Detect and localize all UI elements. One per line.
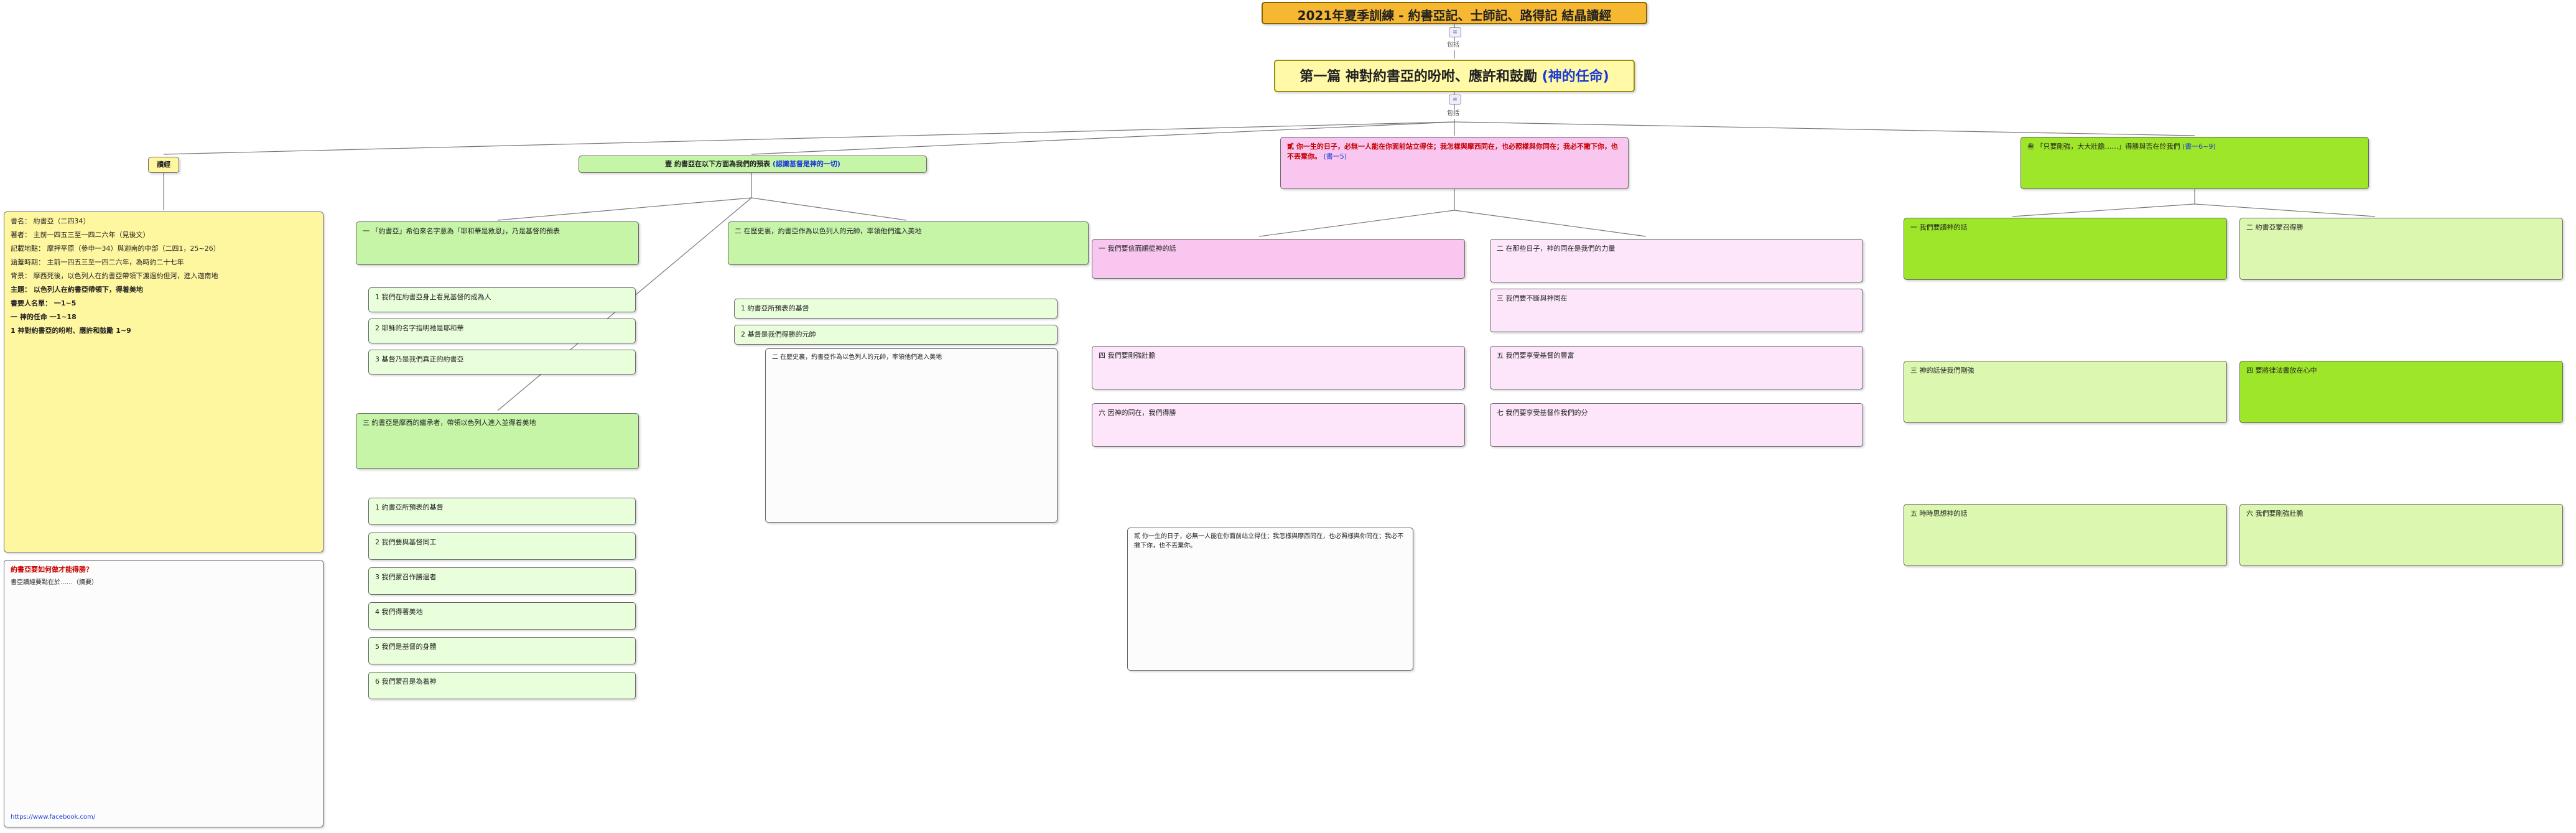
- reading-line: 著者： 主前一四五三至一四二六年（見後文）: [11, 230, 150, 239]
- section-2: 貳 你一生的日子，必無一人能在你面前站立得住；我怎樣與摩西同在，也必照樣與你同在…: [1280, 137, 1629, 189]
- s1-3-items-item: 1 約書亞所預表的基督: [368, 498, 636, 525]
- s2-item: 三 我們要不斷與神同在: [1490, 289, 1863, 332]
- s3-item: 二 約書亞蒙召得勝: [2239, 218, 2563, 280]
- footer-link[interactable]: https://www.facebook.com/: [11, 813, 96, 821]
- s1-2-items-item: 2 基督是我們得勝的元帥: [734, 324, 1058, 345]
- section-3-text: 叁 「只要剛強，大大壯膽……」得勝與否在於我們: [2027, 142, 2180, 151]
- section-2-text: 貳 你一生的日子，必無一人能在你面前站立得住；我怎樣與摩西同在，也必照樣與你同在…: [1287, 142, 1618, 161]
- root-title: 2021年夏季訓練 - 約書亞記、士師記、路得記 結晶讀經: [1262, 2, 1647, 24]
- chapter-title: 第一篇 神對約書亞的吩咐、應許和鼓勵 (神的任命): [1274, 60, 1635, 92]
- s1-1-items: 1 我們在約書亞身上看見基督的成為人 2 耶穌的名字指明祂是耶和華 3 基督乃是我們…: [368, 287, 636, 381]
- s1-2-note-text: 二 在歷史裏，約書亞作為以色列人的元帥，率領他們進入美地: [772, 354, 942, 361]
- s1-2-heading: 二 在歷史裏，約書亞作為以色列人的元帥，率領他們進入美地: [728, 221, 1089, 265]
- reading-line: 涵蓋時期： 主前一四五三至一四二六年，為時約二十七年: [11, 258, 184, 266]
- s1-1-items-item: 3 基督乃是我們真正的約書亞: [368, 350, 636, 375]
- s1-3-items-item: 2 我們要與基督同工: [368, 533, 636, 560]
- note-icon[interactable]: ≡: [1449, 27, 1461, 37]
- reading-line: 背景： 摩西死後，以色列人在約書亞帶領下渡過約但河，進入迦南地: [11, 271, 218, 280]
- s1-1-items-item: 2 耶穌的名字指明祂是耶和華: [368, 319, 636, 343]
- s2-note-text: 貳 你一生的日子，必無一人能在你面前站立得住；我怎樣與摩西同在，也必照樣與你同在…: [1134, 533, 1404, 549]
- section-1-text: 壹 約書亞在以下方面為我們的預表: [665, 160, 770, 168]
- chapter-highlight: (神的任命): [1541, 69, 1609, 85]
- s1-3-items-item: 5 我們是基督的身體: [368, 637, 636, 664]
- edge-label: 包括: [1446, 41, 1461, 50]
- s1-3-items-item: 4 我們得著美地: [368, 602, 636, 630]
- s3-item: 三 神的話使我們剛強: [1904, 361, 2227, 423]
- s1-3-items: 1 約書亞所預表的基督 2 我們要與基督同工 3 我們蒙召作勝過者 4 我們得著美地 5…: [368, 498, 636, 707]
- s1-1-heading: 一 「約書亞」希伯來名字意為「耶和華是救恩」，乃是基督的預表: [356, 221, 639, 265]
- s2-item: 一 我們要信而順從神的話: [1092, 239, 1465, 279]
- reading-box: 書名： 約書亞（二四34） 著者： 主前一四五三至一四二六年（見後文） 記載地點： …: [4, 212, 323, 552]
- s3-item: 四 要將律法書放在心中: [2239, 361, 2563, 423]
- s2-item: 二 在那些日子，神的同在是我們的力量: [1490, 239, 1863, 282]
- question-box: 約書亞要如何做才能得勝？ 書亞讀經要點在於……（摘要） https://www.…: [4, 560, 323, 827]
- section-1: 壹 約書亞在以下方面為我們的預表 (認識基督是神的一切): [579, 156, 927, 173]
- note-icon[interactable]: ≡: [1449, 95, 1461, 105]
- s2-item: 七 我們要享受基督作我們的分: [1490, 403, 1863, 447]
- s1-1-items-item: 1 我們在約書亞身上看見基督的成為人: [368, 287, 636, 312]
- reading-line: 書要人名單： 一1~5: [11, 299, 77, 307]
- s1-2-items: 1 約書亞所預表的基督 2 基督是我們得勝的元帥: [734, 299, 1058, 351]
- s3-items: 一 我們要讀神的話二 約書亞蒙召得勝三 神的話使我們剛強四 要將律法書放在心中五…: [1904, 218, 2572, 809]
- reading-line: 1 神對約書亞的吩咐、應許和鼓勵 1~9: [11, 326, 131, 335]
- reading-line: 記載地點： 摩押平原（參申一34）與迦南的中部（二四1，25~26）: [11, 244, 220, 253]
- s3-item: 五 時時思想神的話: [1904, 504, 2227, 566]
- reading-line: 書名： 約書亞（二四34）: [11, 217, 90, 225]
- reading-line: 主題： 以色列人在約書亞帶領下，得着美地: [11, 285, 143, 294]
- reading-lines: 書名： 約書亞（二四34） 著者： 主前一四五三至一四二六年（見後文） 記載地點： …: [11, 216, 317, 335]
- s2-item: 六 因神的同在，我們得勝: [1092, 403, 1465, 447]
- s1-3-items-item: 3 我們蒙召作勝過者: [368, 567, 636, 595]
- s2-item: 四 我們要剛強壯膽: [1092, 346, 1465, 389]
- section-1-note: (認識基督是神的一切): [772, 160, 840, 168]
- s1-2-note: 二 在歷史裏，約書亞作為以色列人的元帥，率領他們進入美地: [765, 348, 1058, 523]
- chapter-text: 第一篇 神對約書亞的吩咐、應許和鼓勵: [1300, 69, 1537, 85]
- section-3: 叁 「只要剛強，大大壯膽……」得勝與否在於我們 (書一6~9): [2020, 137, 2369, 189]
- question: 約書亞要如何做才能得勝？: [11, 565, 93, 574]
- s2-item: 五 我們要享受基督的豐富: [1490, 346, 1863, 389]
- reading-heading: 讀經: [148, 157, 179, 173]
- s2-items: 一 我們要信而順從神的話二 在那些日子，神的同在是我們的力量三 我們要不斷與神同…: [1092, 239, 1882, 562]
- reading-line: 一 神的任命 一1~18: [11, 312, 77, 321]
- edge-label: 包括: [1446, 109, 1461, 119]
- s1-3-items-item: 6 我們蒙召是為着神: [368, 672, 636, 699]
- s1-3-heading: 三 約書亞是摩西的繼承者，帶領以色列人進入並得着美地: [356, 413, 639, 469]
- section-2-ref: (書一5): [1323, 152, 1347, 161]
- notes: 書亞讀經要點在於……（摘要）: [11, 579, 98, 586]
- s3-item: 六 我們要剛強壯膽: [2239, 504, 2563, 566]
- s3-item: 一 我們要讀神的話: [1904, 218, 2227, 280]
- section-3-ref: (書一6~9): [2182, 142, 2216, 151]
- s2-note: 貳 你一生的日子，必無一人能在你面前站立得住；我怎樣與摩西同在，也必照樣與你同在…: [1127, 528, 1413, 671]
- s1-2-items-item: 1 約書亞所預表的基督: [734, 299, 1058, 319]
